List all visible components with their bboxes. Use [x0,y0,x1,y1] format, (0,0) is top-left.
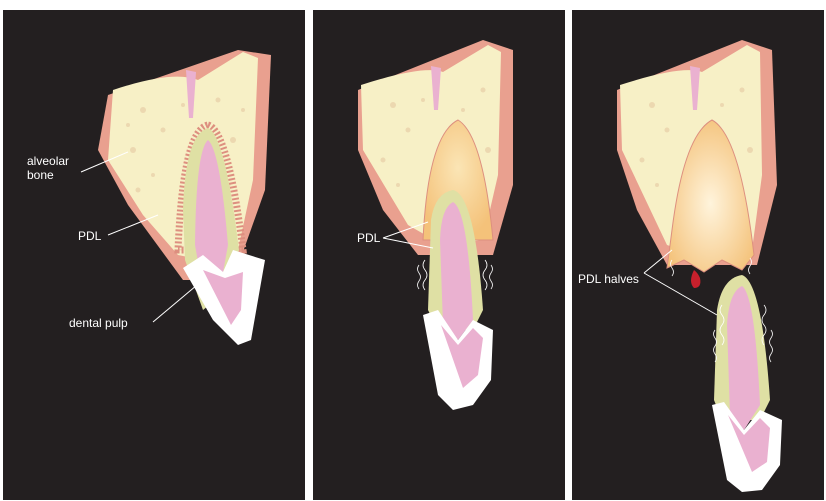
tooth-avulsed-illustration [572,10,824,500]
label-alveolar-bone-line2: bone [27,168,69,182]
tooth-extruding-illustration [313,10,565,500]
label-pdl: PDL [357,231,380,245]
tooth-in-socket-illustration [3,10,305,500]
label-dental-pulp: dental pulp [69,316,128,330]
blood-drop [691,270,700,288]
panel-tooth-extruding: PDL [313,10,565,500]
pdl-halves-pointer-2 [644,273,717,315]
panel-tooth-in-socket: alveolar bone PDL dental pulp [3,10,305,500]
panel-tooth-avulsed: PDL halves [572,10,824,500]
label-pdl-halves: PDL halves [578,272,639,286]
pulp-pointer [153,280,203,322]
label-alveolar-bone-line1: alveolar [27,154,69,168]
label-pdl: PDL [78,229,101,243]
label-alveolar-bone: alveolar bone [27,154,69,182]
